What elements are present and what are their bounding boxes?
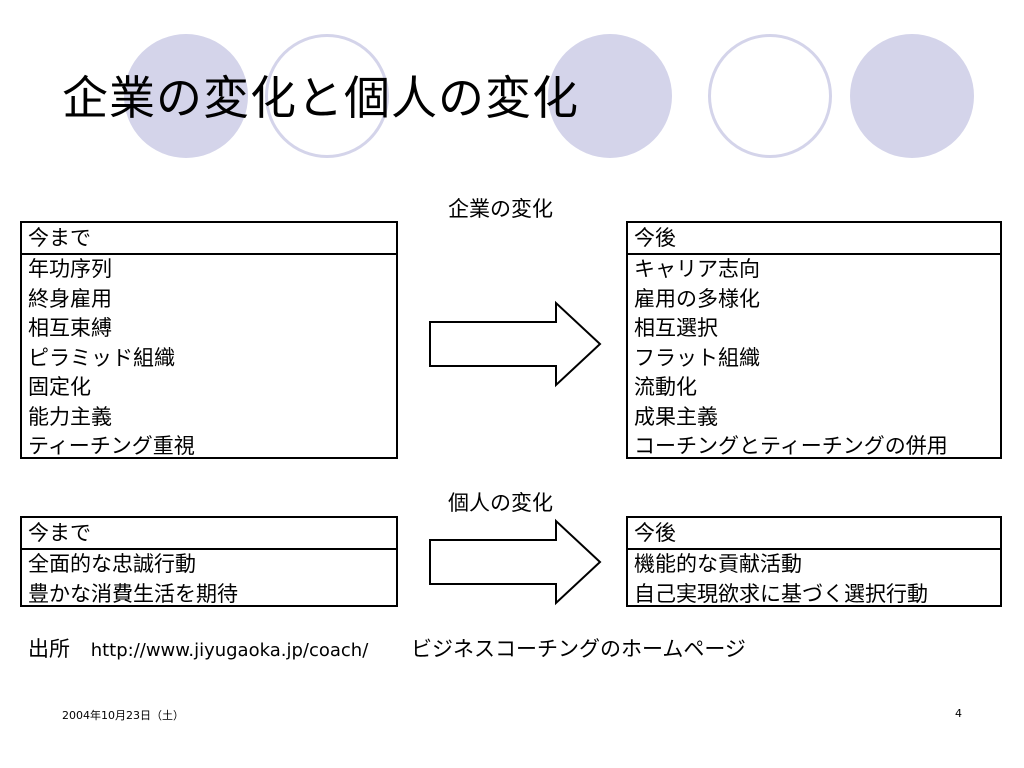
source-label: 出所 <box>28 637 70 661</box>
corporate-before-item: ティーチング重視 <box>28 434 195 458</box>
individual-after-header: 今後 <box>628 518 1000 550</box>
corporate-section-label: 企業の変化 <box>448 197 553 221</box>
corporate-after-item: 雇用の多様化 <box>634 286 760 311</box>
corporate-after-item: フラット組織 <box>634 345 760 370</box>
source-line: 出所 http://www.jiyugaoka.jp/coach/ ビジネスコー… <box>28 633 746 663</box>
corporate-arrow-icon <box>429 300 602 388</box>
decor-circle-2 <box>265 34 389 158</box>
corporate-before-item: 相互束縛 <box>28 316 112 340</box>
source-site-name: ビジネスコーチングのホームページ <box>410 637 746 661</box>
corporate-before-header: 今まで <box>22 223 396 255</box>
individual-arrow-icon <box>429 518 602 606</box>
slide-title: 企業の変化と個人の変化 <box>62 71 579 125</box>
corporate-before-item: 固定化 <box>28 375 91 399</box>
corporate-before-box: 今まで 年功序列 終身雇用 相互束縛 ピラミッド組織 固定化 能力主義 ティーチ… <box>20 221 398 459</box>
corporate-after-item: コーチングとティーチングの併用 <box>634 434 948 458</box>
corporate-before-item: 能力主義 <box>28 404 112 429</box>
corporate-before-item: ピラミッド組織 <box>28 345 175 370</box>
individual-before-item: 豊かな消費生活を期待 <box>28 581 238 606</box>
corporate-after-item: 相互選択 <box>634 316 718 340</box>
decor-circle-1 <box>124 34 248 158</box>
footer-date: 2004年10月23日（土） <box>62 709 184 722</box>
individual-before-header: 今まで <box>22 518 396 550</box>
corporate-after-box: 今後 キャリア志向 雇用の多様化 相互選択 フラット組織 流動化 成果主義 コー… <box>626 221 1002 459</box>
individual-after-box: 今後 機能的な貢献活動 自己実現欲求に基づく選択行動 <box>626 516 1002 607</box>
decor-circle-4 <box>708 34 832 158</box>
corporate-after-header: 今後 <box>628 223 1000 255</box>
source-url-link[interactable]: http://www.jiyugaoka.jp/coach/ <box>90 640 369 661</box>
individual-section-label: 個人の変化 <box>448 491 553 515</box>
decor-circle-5 <box>850 34 974 158</box>
corporate-before-item: 年功序列 <box>28 257 112 281</box>
corporate-after-item: キャリア志向 <box>634 257 760 281</box>
individual-before-item: 全面的な忠誠行動 <box>28 552 196 576</box>
individual-after-item: 機能的な貢献活動 <box>634 552 802 576</box>
corporate-before-item: 終身雇用 <box>28 286 112 311</box>
corporate-after-item: 流動化 <box>634 375 697 399</box>
decor-circle-3 <box>548 34 672 158</box>
individual-before-box: 今まで 全面的な忠誠行動 豊かな消費生活を期待 <box>20 516 398 607</box>
individual-after-item: 自己実現欲求に基づく選択行動 <box>634 581 928 606</box>
page-number: 4 <box>955 707 962 720</box>
corporate-after-item: 成果主義 <box>634 404 718 429</box>
